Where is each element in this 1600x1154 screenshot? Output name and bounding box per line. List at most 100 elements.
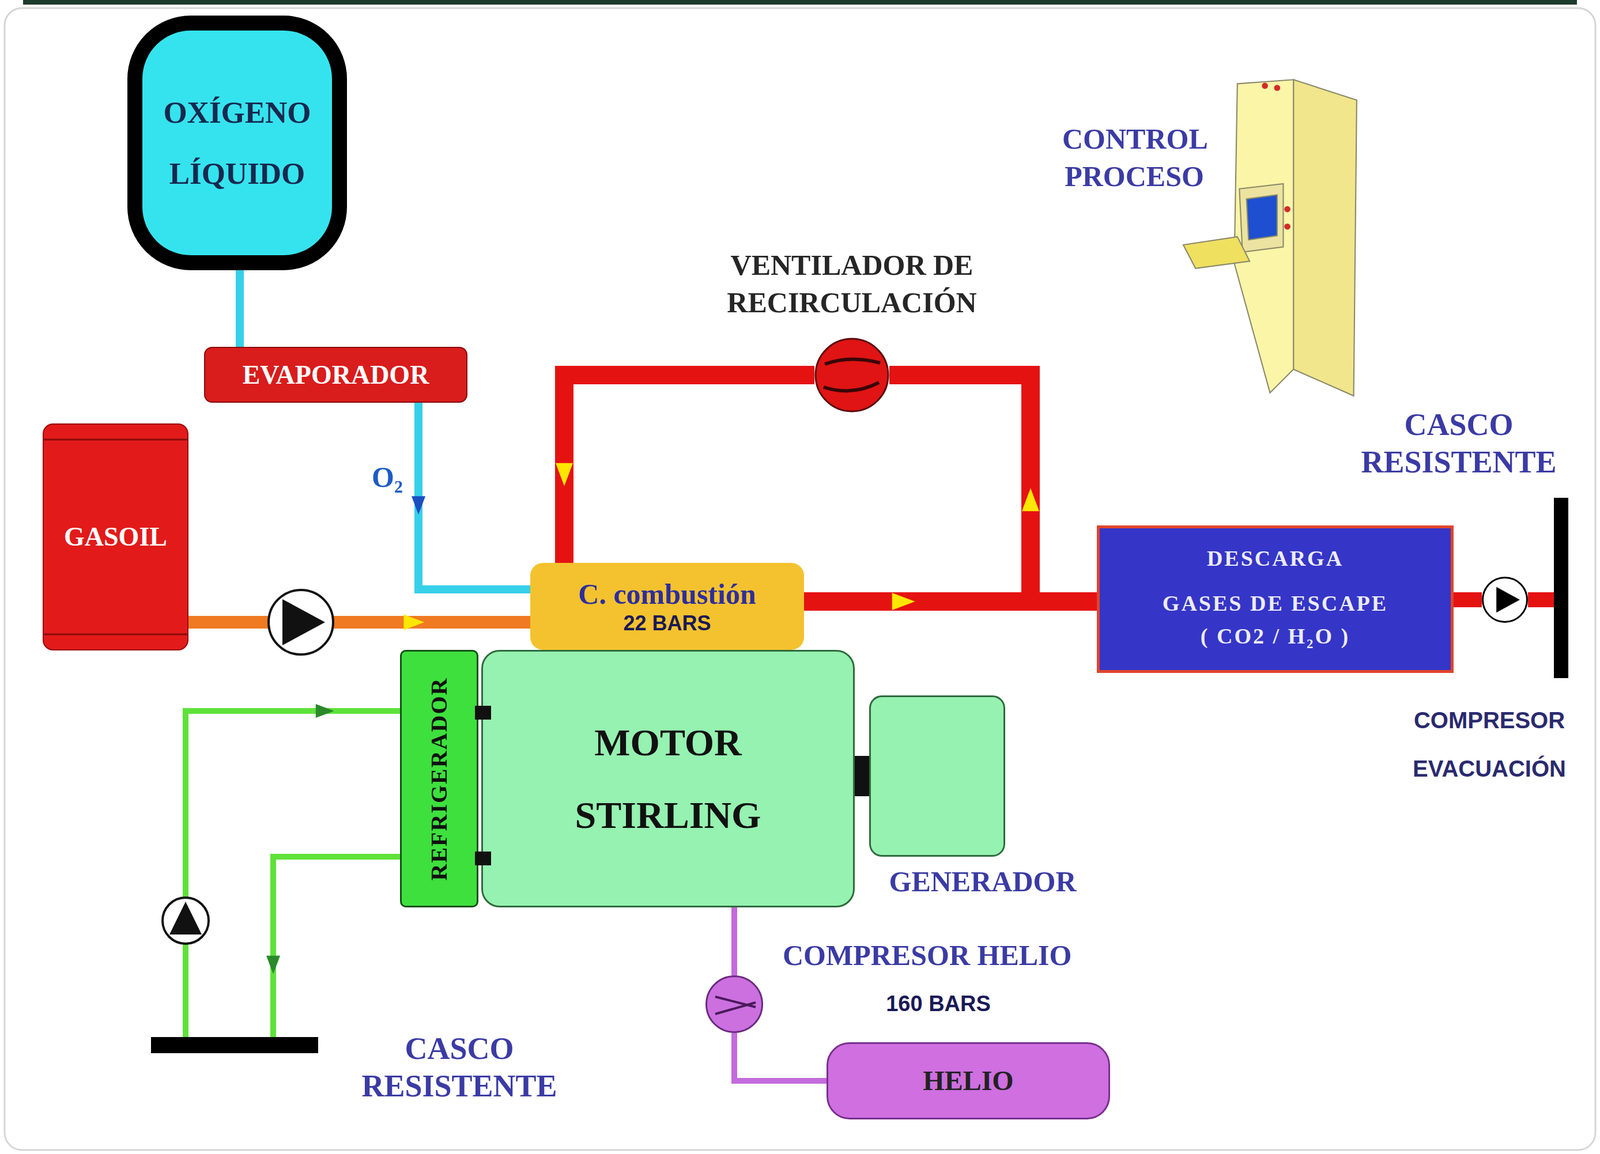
cabinet-button [1274,84,1281,92]
fan-body [815,338,889,412]
cooler-connector [474,706,492,720]
node-label: OXÍGENO LÍQUIDO [163,81,311,205]
cabinet-button [1284,206,1291,213]
node-content [1183,76,1357,393]
screen-recess [1239,183,1283,253]
node-label: C. combustión [578,578,756,612]
cabinet-front [1234,79,1294,393]
compressor-blade [715,997,756,1008]
fuel-tank: GASOIL [42,423,189,651]
cooler-box: REFRIGERADOR [400,650,479,908]
pipe-connector [734,1033,827,1082]
liquid-oxygen-tank: OXÍGENO LÍQUIDO [127,15,347,271]
pipe-connector [188,616,531,629]
evacuation-compressor: COMPRESOR EVACUACIÓN [1481,576,1528,624]
pump-triangle [169,902,202,935]
fan-blade [824,359,881,365]
arrowhead [266,956,281,975]
node-shape [482,651,854,907]
arrowhead [315,704,335,719]
node-label: DESCARGA [1206,545,1344,573]
node-caption: CONTROL PROCESO [1062,120,1207,196]
pipe-connector [1453,592,1482,608]
compressor-blade [715,1002,756,1015]
arrowhead [411,496,426,515]
node-content: GASOIL [43,424,188,650]
combustion-chamber: C. combustión22 BARS [530,563,805,651]
node-caption: VENTILADOR DE RECIRCULACIÓN [690,246,1014,322]
node-caption: COMPRESOR HELIO [782,938,1072,973]
fuel-pump-symbol [268,590,334,655]
card-frame [4,8,1596,1151]
generator-box: GENERADOR [869,695,1006,858]
node-shape [1483,578,1527,622]
arrowhead [892,593,916,611]
pipe-connector [854,756,870,797]
stirling-engine: MOTOR STIRLING [481,650,855,908]
node-shape [1183,76,1357,393]
cabinet-button [1261,82,1269,90]
coolant-pump-symbol [162,897,209,945]
node-label: MOTOR STIRLING [575,706,762,852]
cabinet-button [1284,223,1291,230]
node-content [151,1037,319,1054]
tank-seam [43,634,188,636]
node-content: REFRIGERADOR [401,651,477,907]
node-caption: CASCO RESISTENTE [361,1030,557,1106]
pipe-connector [731,907,738,976]
node-label: GASOIL [63,521,168,553]
pipe-connector [273,857,400,1038]
pump-triangle [282,599,326,646]
node-content [814,337,890,413]
pipe-connector [564,375,815,564]
node-label: 22 BARS [623,611,711,636]
screen [1246,194,1278,240]
node-content [707,977,762,1032]
node-content: EVAPORADOR [205,348,467,402]
node-content: MOTOR STIRLING [482,651,854,907]
exhaust-box: DESCARGA GASES DE ESCAPE ( CO2 / H₂O ) [1096,525,1454,674]
arrowhead [555,463,573,487]
helium-compressor: COMPRESOR HELIO160 BARS [705,975,764,1034]
pipe-connector [1527,592,1554,608]
cabinet-drawing [1183,79,1357,396]
pressure-hull-bar: CASCO RESISTENTE [1553,497,1569,679]
pipe-connector [185,711,400,1038]
tank-seam [43,439,188,441]
flow-label: O₂ [371,461,403,494]
evaporator-box: EVAPORADOR [204,346,468,403]
helium-tank: HELIO [826,1042,1111,1120]
top-strip [23,0,1577,5]
arrowhead [403,614,425,631]
node-caption: GENERADOR [888,864,1077,900]
pump-body [162,897,209,945]
keyboard-shelf [1183,236,1250,269]
pipe-connector [418,402,531,590]
cabinet-side [1293,79,1357,396]
pressure-hull-bar: CASCO RESISTENTE [151,1037,319,1054]
recirculation-fan: VENTILADOR DE RECIRCULACIÓN [814,337,890,413]
node-label: HELIO [922,1064,1014,1098]
cooler-connector [474,851,492,866]
node-content: C. combustión22 BARS [530,563,805,651]
node-label: GASES DE ESCAPE ( CO2 / H₂O ) [1160,587,1391,654]
node-label: EVAPORADOR [242,359,430,391]
node-content: OXÍGENO LÍQUIDO [142,30,332,256]
node-content: DESCARGA GASES DE ESCAPE ( CO2 / H₂O ) [1099,528,1451,671]
node-caption: COMPRESOR EVACUACIÓN [1412,696,1566,794]
node-shape [814,337,890,413]
fan-blade [823,382,879,391]
pipe-connector [235,270,244,347]
arrowhead [1021,488,1040,512]
node-content [1553,497,1569,679]
node-content [870,697,1004,856]
pump-body [268,590,334,655]
node-content [1483,578,1527,622]
node-caption: CASCO RESISTENTE [1360,406,1557,482]
node-caption: 160 BARS [885,991,991,1018]
node-shape [707,977,762,1032]
pump-triangle [1496,587,1520,613]
control-cabinet: CONTROL PROCESO [1183,76,1357,393]
node-content: HELIO [828,1044,1109,1119]
